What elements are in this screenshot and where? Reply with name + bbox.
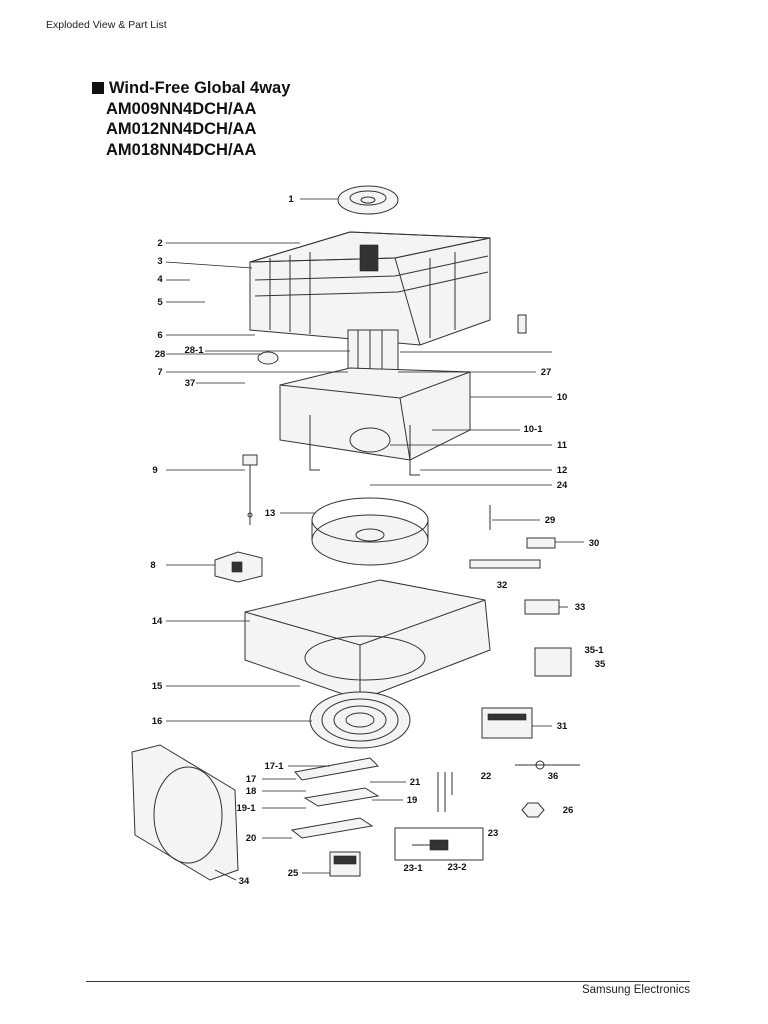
part-label-17-1: 17-1 — [264, 761, 284, 772]
part-35-motor — [534, 647, 572, 677]
model-number: AM018NN4DCH/AA — [106, 140, 257, 159]
part-8-bracket — [214, 551, 263, 583]
part-label-4: 4 — [157, 274, 163, 285]
part-label-27: 27 — [541, 367, 552, 378]
footer-divider — [86, 981, 690, 982]
part-label-17: 17 — [246, 774, 257, 785]
part-label-30: 30 — [589, 538, 600, 549]
part-label-25: 25 — [288, 868, 299, 879]
part-23-kit-box — [394, 827, 484, 861]
part-9-sensor — [242, 454, 258, 525]
part-label-10: 10 — [557, 392, 568, 403]
part-label-29: 29 — [545, 515, 556, 526]
part-label-32: 32 — [497, 580, 508, 591]
part-13-fan — [311, 497, 429, 566]
part-label-8: 8 — [150, 560, 155, 571]
part-label-35-1: 35-1 — [584, 645, 604, 656]
part-32-hose — [469, 559, 541, 569]
section-header: Exploded View & Part List — [46, 19, 167, 31]
part-label-15: 15 — [152, 681, 163, 692]
part-25-display — [329, 851, 361, 877]
part-label-9: 9 — [152, 465, 157, 476]
part-label-16: 16 — [152, 716, 163, 727]
part-label-6: 6 — [157, 330, 162, 341]
part-label-31: 31 — [557, 721, 568, 732]
part-36-cable — [515, 760, 580, 770]
part-label-28-1: 28-1 — [184, 345, 204, 356]
part-labels: 1 2 3 4 5 6 28-1 28 7 37 27 10 10-1 11 1… — [150, 194, 606, 887]
part-label-36: 36 — [548, 771, 559, 782]
part-17-control-box — [290, 757, 380, 839]
part-label-37: 37 — [185, 378, 196, 389]
part-22-connector — [437, 772, 453, 812]
part-label-23-1: 23-1 — [403, 863, 423, 874]
part-label-19-1: 19-1 — [236, 803, 256, 814]
part-label-21: 21 — [410, 777, 421, 788]
part-label-2: 2 — [157, 238, 162, 249]
part-26-nut — [521, 802, 545, 818]
part-label-24: 24 — [557, 480, 568, 491]
part-14-panel-frame — [244, 579, 491, 701]
part-2-cabinet — [249, 231, 491, 346]
part-label-13: 13 — [265, 508, 276, 519]
part-label-22: 22 — [481, 771, 492, 782]
bullet-square-icon — [92, 82, 104, 94]
leader-lines — [165, 198, 584, 881]
document-title: Wind-Free Global 4way AM009NN4DCH/AA AM0… — [92, 78, 290, 160]
part-label-5: 5 — [157, 297, 163, 308]
part-label-11: 11 — [557, 440, 568, 451]
part-label-14: 14 — [152, 616, 163, 627]
part-label-33: 33 — [575, 602, 586, 613]
part-10-drain-pan — [279, 367, 471, 476]
part-label-23-2: 23-2 — [447, 862, 466, 873]
part-1-cover-plate — [337, 185, 399, 215]
part-label-34: 34 — [239, 876, 250, 887]
part-30-clip — [526, 537, 556, 549]
model-number: AM012NN4DCH/AA — [106, 120, 257, 138]
part-16-grille — [309, 691, 411, 749]
part-label-20: 20 — [246, 833, 257, 844]
title-heading: Wind-Free Global 4way — [92, 78, 290, 99]
footer-company: Samsung Electronics — [581, 984, 690, 996]
part-label-3: 3 — [157, 256, 162, 267]
part-34-front-panel — [131, 744, 239, 881]
part-label-23: 23 — [488, 828, 499, 839]
part-label-28: 28 — [155, 349, 166, 360]
part-label-1: 1 — [288, 194, 294, 205]
part-33-bracket — [524, 599, 560, 615]
part-31-pcb — [481, 707, 533, 739]
part-label-7: 7 — [157, 367, 162, 378]
part-label-35: 35 — [595, 659, 606, 670]
part-label-19: 19 — [407, 795, 418, 806]
part-label-26: 26 — [563, 805, 574, 816]
part-extra-bracket — [517, 314, 527, 334]
part-label-10-1: 10-1 — [523, 424, 543, 435]
part-label-12: 12 — [557, 465, 568, 476]
part-label-18: 18 — [246, 786, 257, 797]
model-number: AM009NN4DCH/AA — [106, 99, 257, 118]
